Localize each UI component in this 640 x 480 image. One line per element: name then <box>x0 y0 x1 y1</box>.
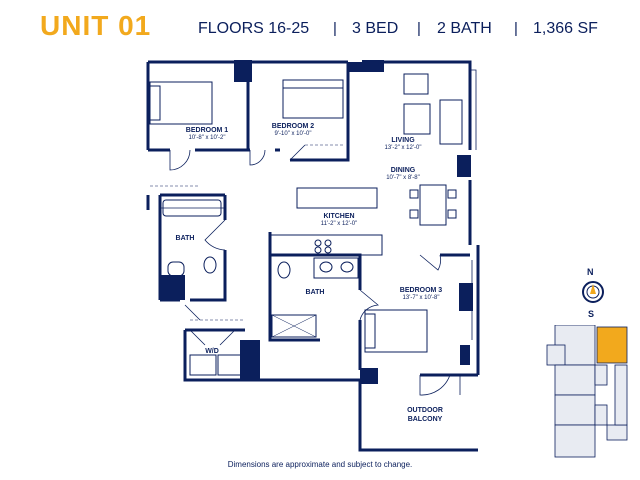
header: UNIT 01 FLOORS 16-25 | 3 BED | 2 BATH | … <box>0 0 640 60</box>
dining-dims: 10'-7" x 8'-8" <box>386 175 420 181</box>
unit-title: UNIT 01 <box>40 10 152 41</box>
bedroom3-dims: 13'-7" x 10'-8" <box>402 295 440 301</box>
dining-label: DINING <box>390 167 416 174</box>
bath2-label: BATH <box>305 289 325 296</box>
bedroom1-label: BEDROOM 1 <box>185 127 229 134</box>
wd-label: W/D <box>205 348 219 355</box>
living-dims: 13'-2" x 12'-0" <box>384 145 422 151</box>
area-label: 1,366 SF <box>533 20 598 37</box>
balcony-label: OUTDOOR BALCONY <box>407 407 443 423</box>
compass-north: N <box>587 267 594 277</box>
kitchen-dims: 11'-2" x 12'-0" <box>320 221 358 227</box>
kitchen-label: KITCHEN <box>323 213 355 220</box>
separator: | <box>417 20 421 37</box>
compass-south: S <box>588 309 595 319</box>
compass-icon <box>582 281 604 303</box>
living-label: LIVING <box>391 137 415 144</box>
disclaimer: Dimensions are approximate and subject t… <box>227 460 413 469</box>
beds-label: 3 BED <box>352 20 399 37</box>
bedroom1-dims: 10'-8" x 10'-2" <box>188 135 226 141</box>
bedroom2-label: BEDROOM 2 <box>271 123 315 130</box>
key-plan <box>546 325 628 458</box>
key-plan-highlight <box>596 326 628 364</box>
bedroom3-label: BEDROOM 3 <box>399 287 443 294</box>
bedroom2-dims: 9'-10" x 10'-0" <box>274 131 312 137</box>
separator: | <box>333 20 337 37</box>
floors-label: FLOORS 16-25 <box>198 20 310 37</box>
baths-label: 2 BATH <box>437 20 492 37</box>
bath1-label: BATH <box>175 235 195 242</box>
separator: | <box>514 20 518 37</box>
